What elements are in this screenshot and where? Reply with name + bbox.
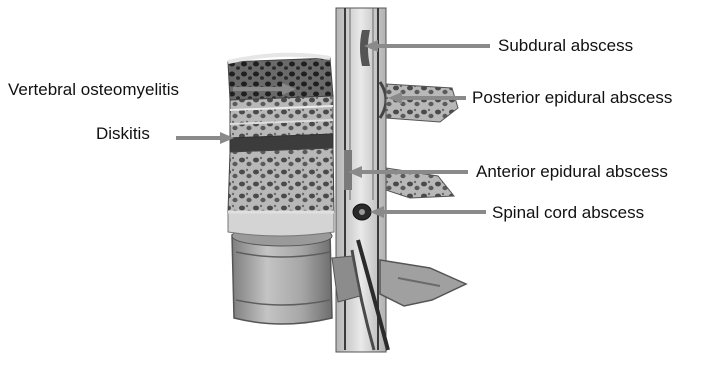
arrow-diskitis: [176, 132, 234, 144]
lower-vertebral-body: [232, 226, 332, 324]
label-vertebral-osteomyelitis: Vertebral osteomyelitis: [8, 80, 179, 100]
label-posterior-epidural-abscess: Posterior epidural abscess: [472, 88, 672, 108]
label-spinal-cord-abscess: Spinal cord abscess: [492, 203, 644, 223]
label-anterior-epidural-abscess: Anterior epidural abscess: [476, 162, 668, 182]
label-subdural-abscess: Subdural abscess: [498, 36, 633, 56]
arrow-spinal-cord-abscess: [370, 206, 486, 218]
label-diskitis: Diskitis: [96, 124, 150, 144]
upper-vertebral-body: [228, 55, 334, 212]
